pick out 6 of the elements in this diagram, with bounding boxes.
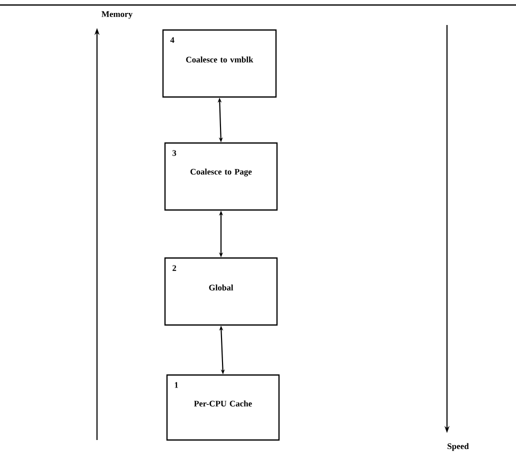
process-box: 3 Coalesce to Page [164, 142, 278, 211]
process-box: 4 Coalesce to vmblk [162, 29, 277, 98]
axis-label: Memory [102, 11, 132, 19]
process-box: 1 Per-CPU Cache [166, 374, 280, 441]
axis-label: Speed [448, 443, 469, 451]
process-box: 2 Global [164, 257, 278, 326]
